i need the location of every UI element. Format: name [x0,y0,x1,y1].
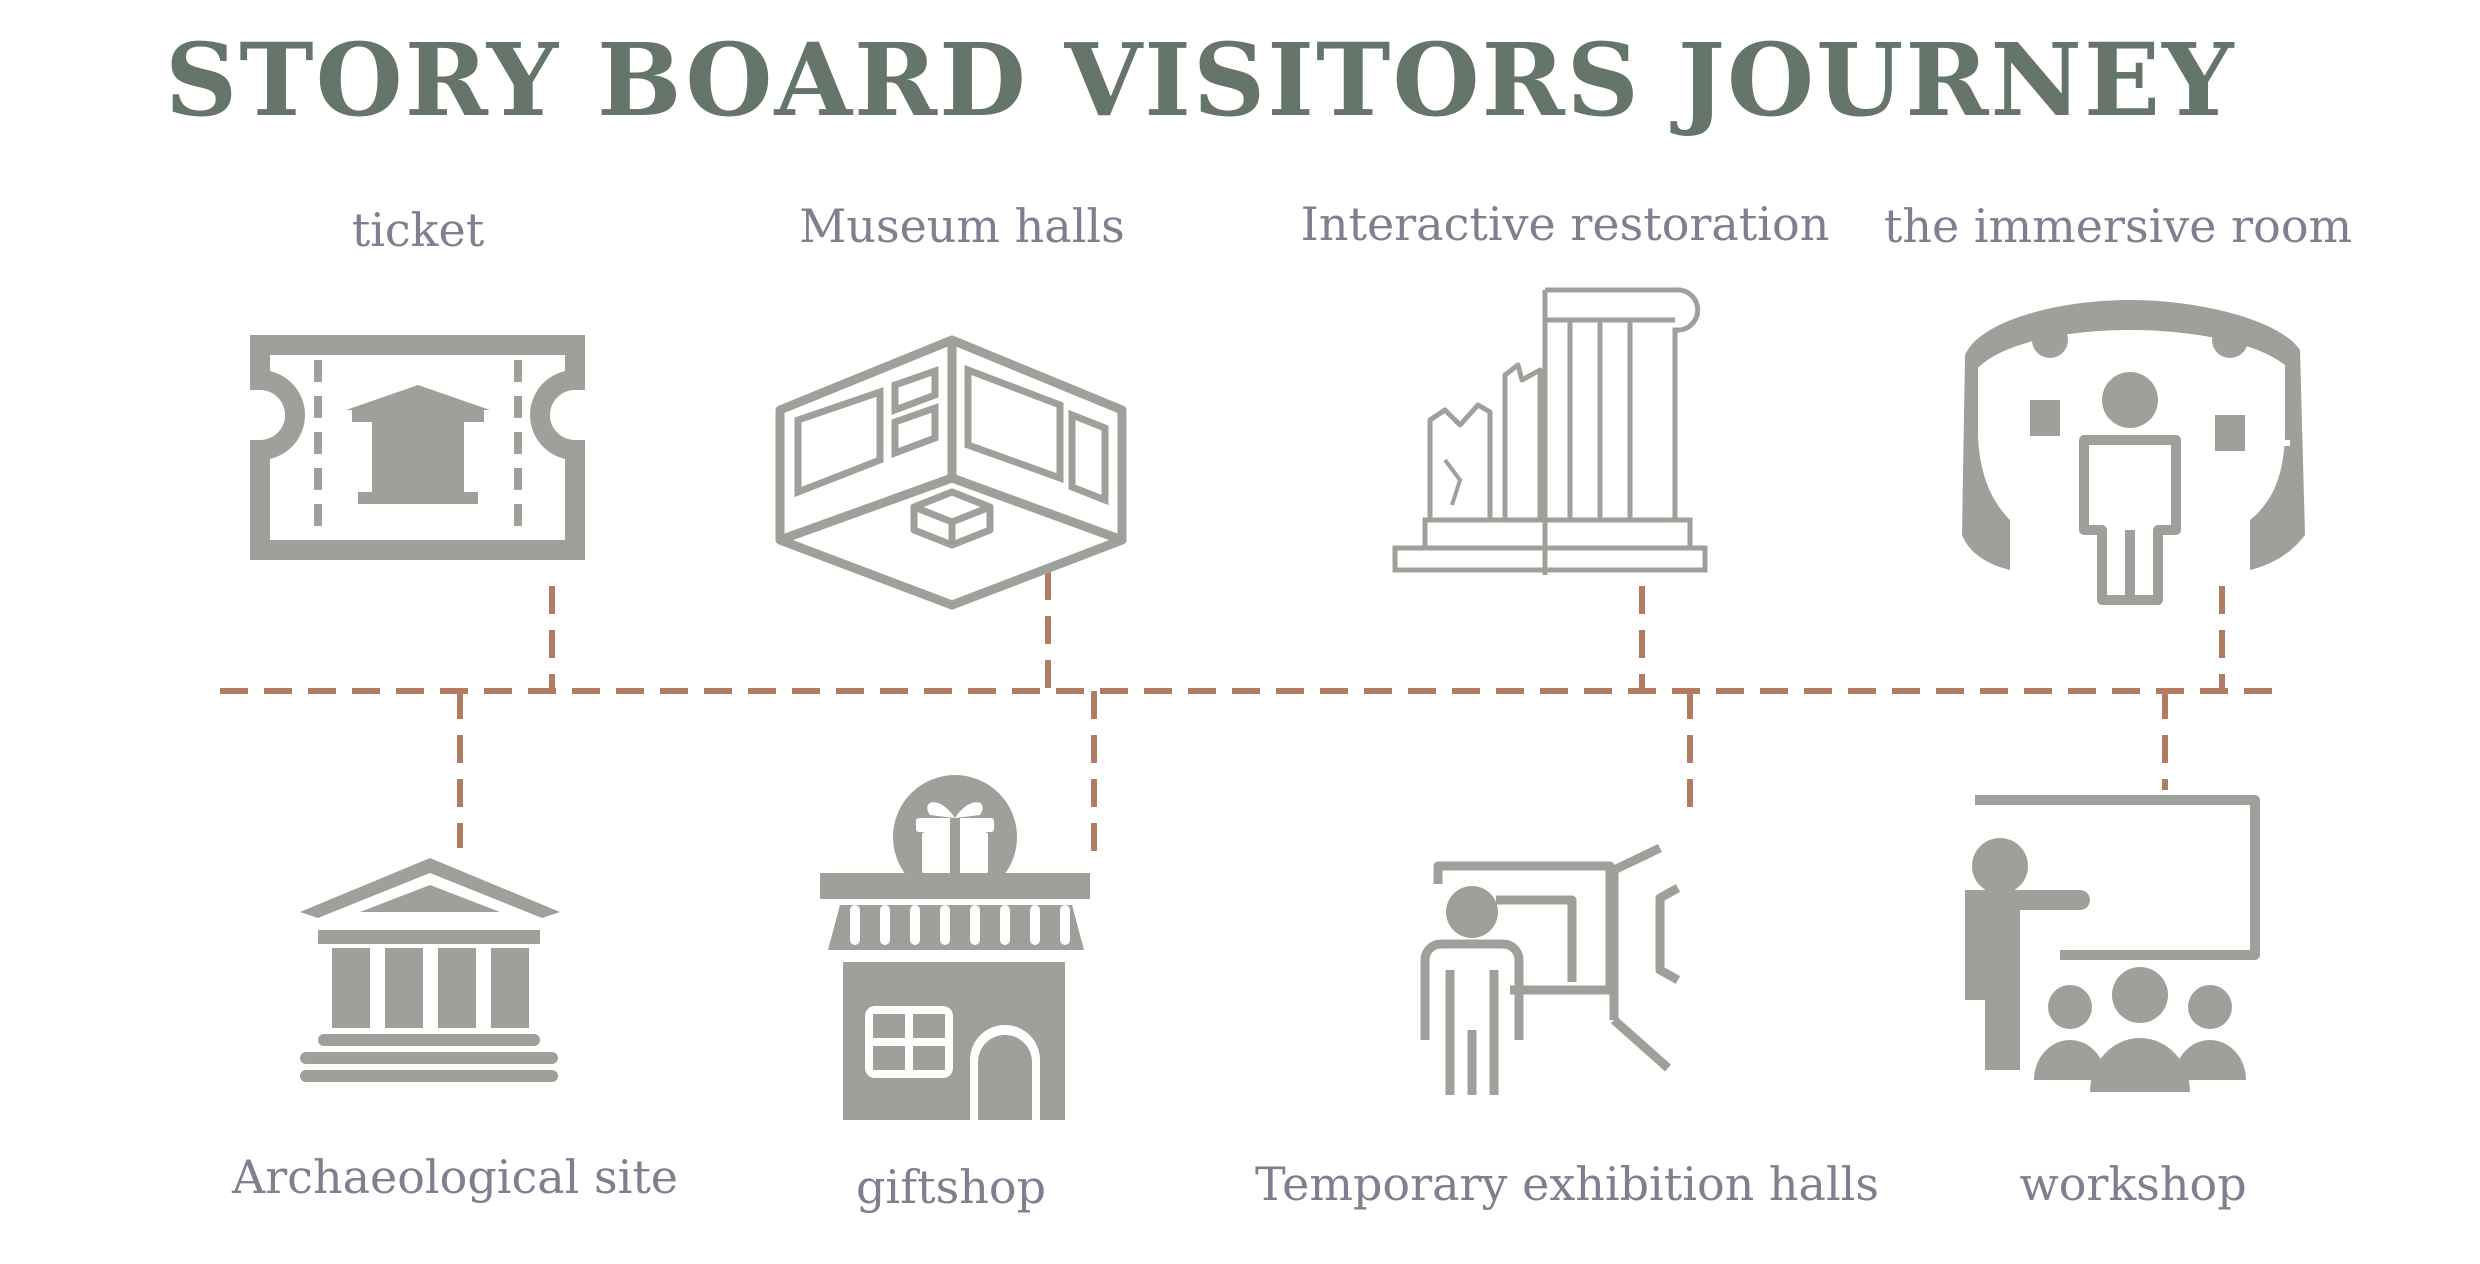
temple-icon [300,858,560,1082]
label-museum-halls: Museum halls [799,199,1125,253]
label-archaeological-site: Archaeological site [231,1150,679,1204]
ticket-icon [250,335,585,560]
label-workshop: workshop [2019,1157,2247,1211]
label-interactive-restoration: Interactive restoration [1300,197,1830,251]
label-immersive-room: the immersive room [1883,199,2353,253]
museum-halls-icon [775,335,1127,610]
label-giftshop: giftshop [855,1160,1047,1214]
shop-gift-icon [820,775,1090,1120]
timeline-connectors [220,572,2285,855]
diagram-title: STORY BOARD VISITORS JOURNEY [165,21,2236,139]
label-ticket: ticket [351,203,485,257]
presentation-icon [1965,795,2260,1092]
column-restoration-icon [1392,287,1708,575]
immersive-room-icon [1962,300,2305,605]
exhibition-visitor-icon [1420,843,1681,1095]
label-temporary-exhibition-halls: Temporary exhibition halls [1255,1157,1879,1211]
